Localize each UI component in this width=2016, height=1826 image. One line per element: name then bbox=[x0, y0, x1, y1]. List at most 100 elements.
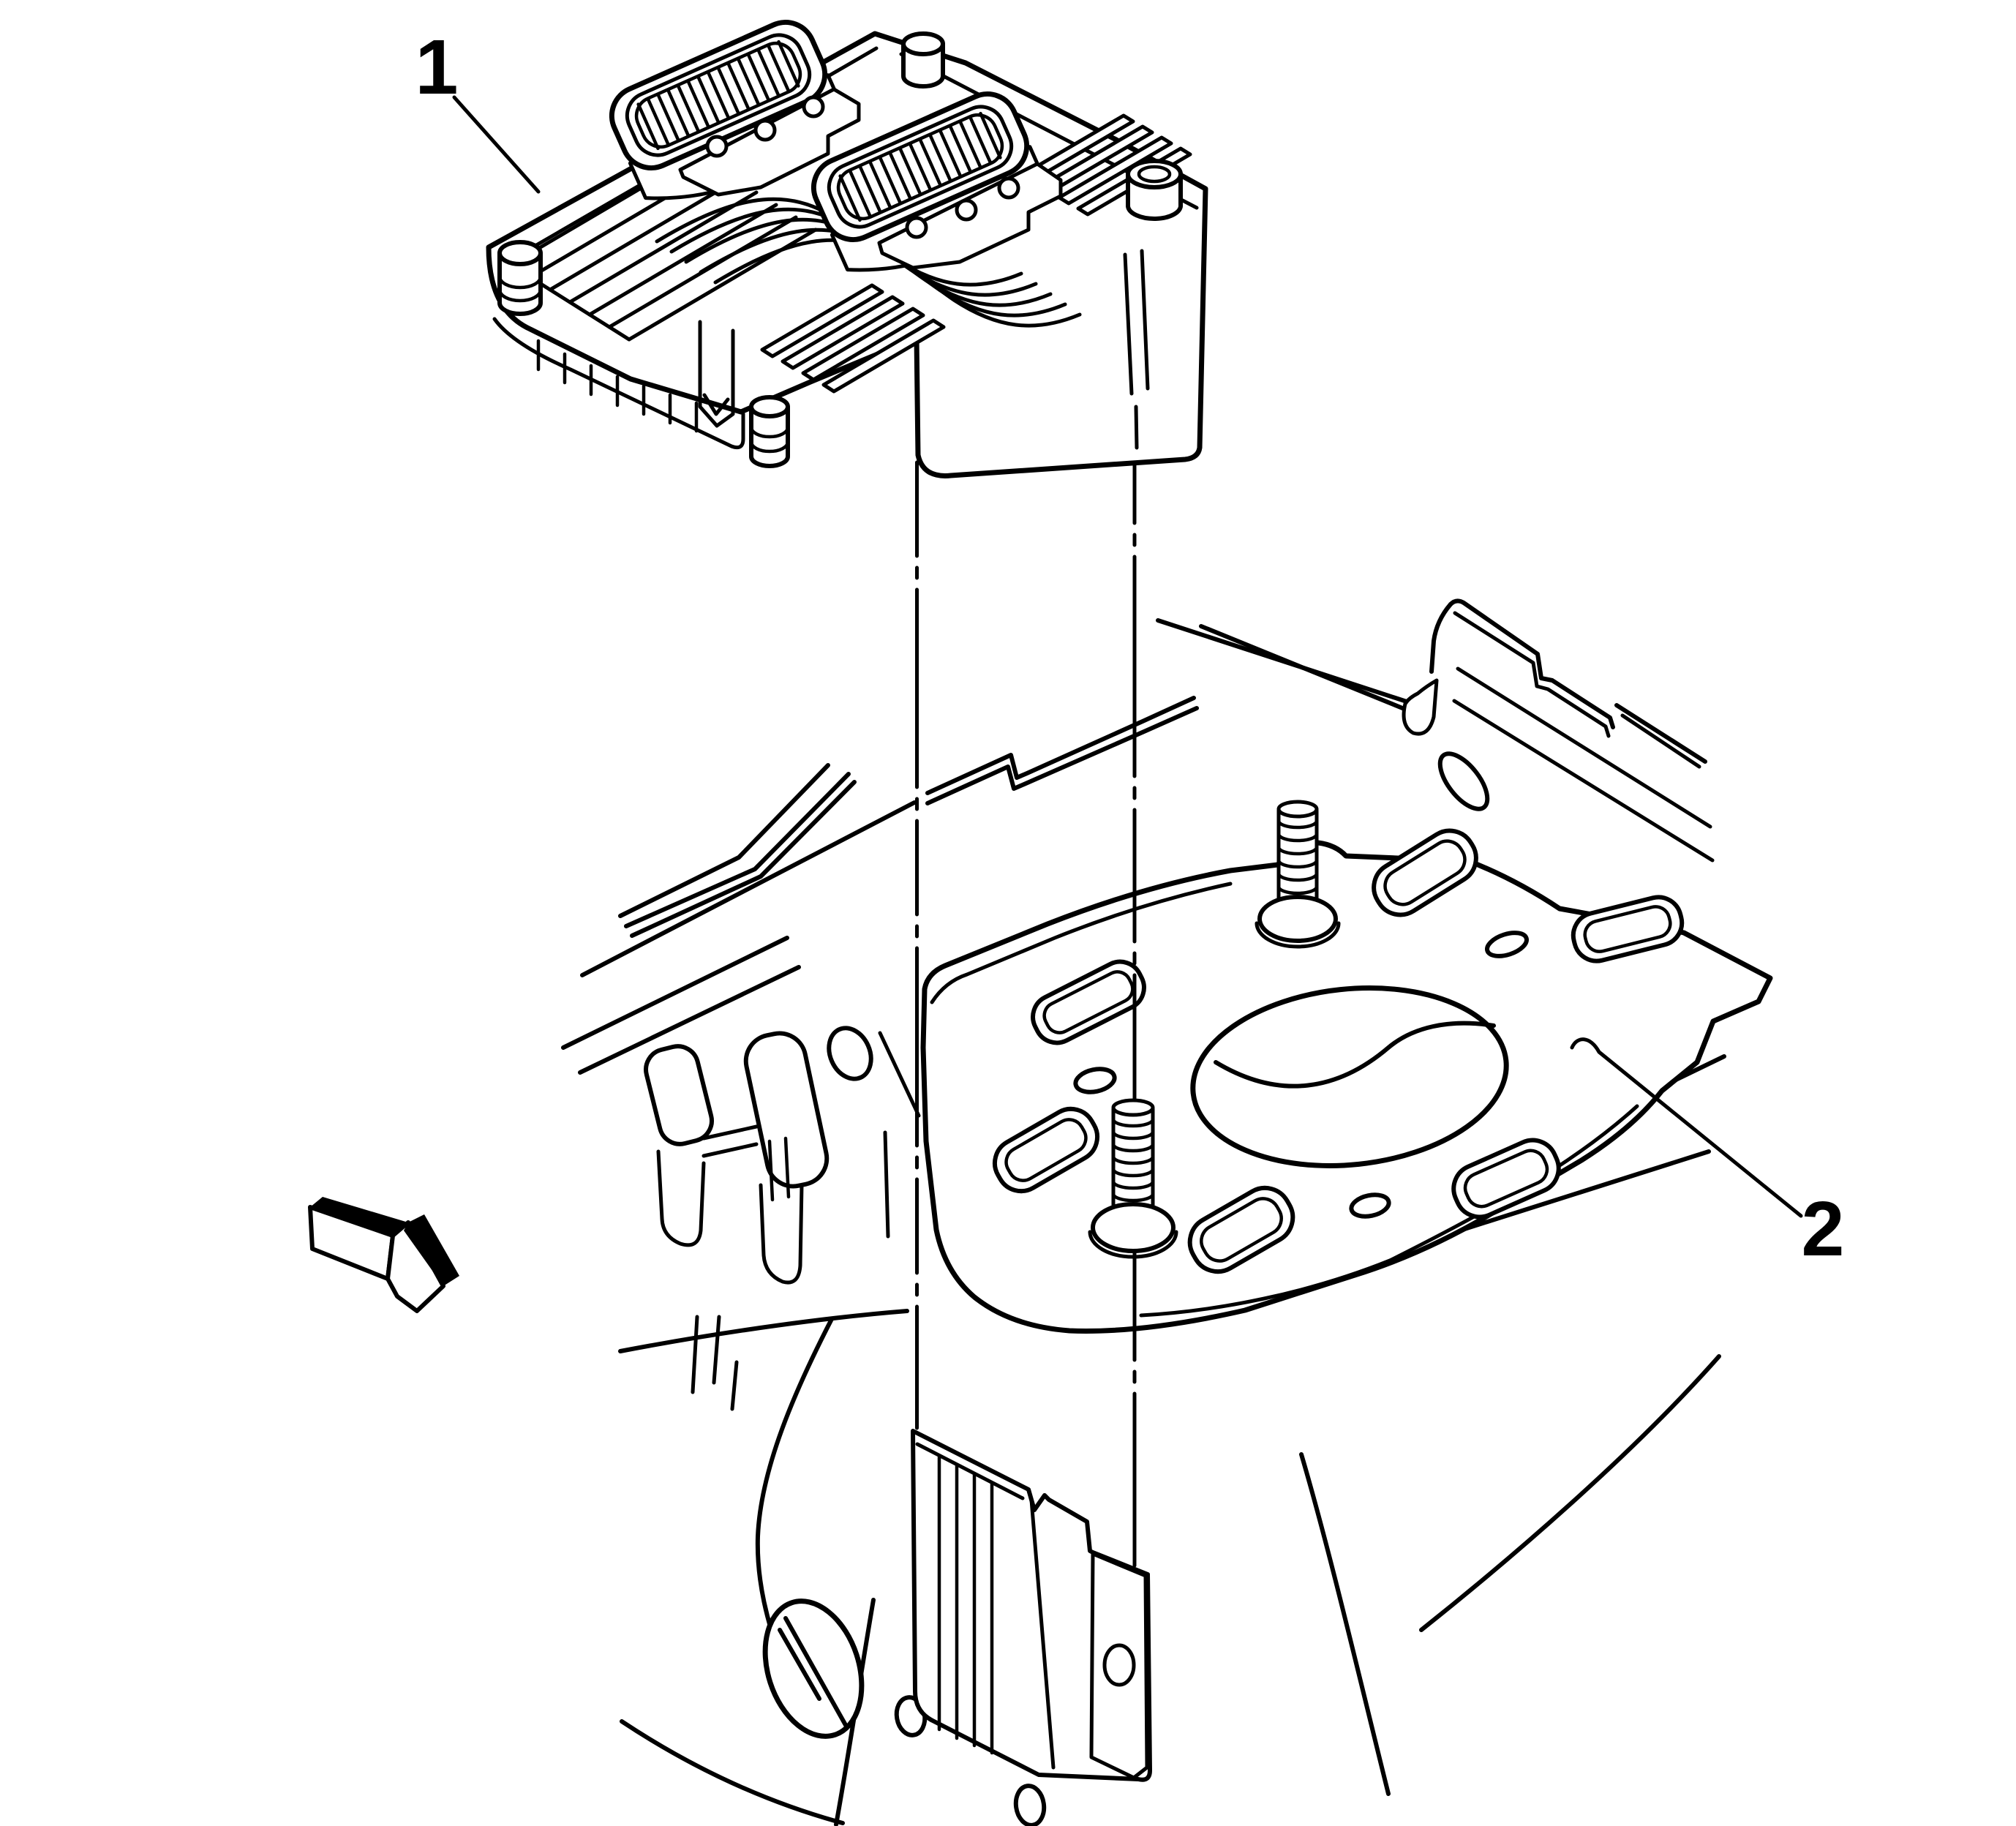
bracket-slot-left-stem bbox=[656, 1149, 706, 1247]
lower-bracket-fold-crease bbox=[1029, 1498, 1056, 1770]
lower-bracket-tab-hole bbox=[1102, 1643, 1136, 1687]
panel-edge-line bbox=[624, 772, 851, 928]
slot-outline bbox=[1571, 895, 1685, 963]
boss-top-hole bbox=[1137, 165, 1172, 184]
slot-outline bbox=[1031, 959, 1146, 1045]
bracket-crease-2 bbox=[1452, 699, 1715, 863]
mounting-boss-mid bbox=[749, 395, 790, 468]
mounting-stud-rear bbox=[1255, 800, 1341, 949]
mounting-stud-front bbox=[1088, 1098, 1178, 1259]
callout-1-leader bbox=[452, 95, 541, 194]
stud-base-flange bbox=[1091, 1202, 1176, 1253]
stud-top bbox=[1111, 1098, 1155, 1117]
slot-inner bbox=[1383, 839, 1467, 906]
plate-inner-top-edge bbox=[930, 882, 1233, 1004]
bracket-oval-slot bbox=[1437, 751, 1490, 811]
flange-bolt bbox=[955, 198, 978, 222]
bracket-slot-right-inner bbox=[767, 1136, 791, 1202]
bracket-left-edge bbox=[1429, 602, 1453, 674]
module-notch-slot bbox=[698, 320, 735, 428]
fin-ridge bbox=[801, 307, 925, 382]
bracket-crease-line bbox=[878, 1031, 921, 1118]
callout-1: 1 bbox=[415, 24, 541, 194]
slot-inner bbox=[1583, 905, 1672, 953]
panel-edge-line bbox=[578, 965, 801, 1075]
hole-outline bbox=[1073, 1067, 1117, 1094]
connector-collar-mid bbox=[625, 33, 812, 157]
plate-slot bbox=[1571, 895, 1685, 963]
fin-ridge bbox=[821, 318, 946, 394]
drain-hole-slash bbox=[783, 1616, 848, 1727]
bracket-notched-top-edge-cont bbox=[1614, 703, 1707, 764]
hole-outline bbox=[1485, 931, 1529, 958]
mounting-boss-rear bbox=[901, 31, 945, 89]
boss-rings bbox=[749, 425, 790, 454]
plate-round-hole bbox=[1073, 1067, 1117, 1094]
bracket-slot-right-stem bbox=[759, 1183, 804, 1285]
opening-inner-curve bbox=[1214, 1021, 1496, 1089]
slot-inner bbox=[1042, 970, 1135, 1034]
plate-slot bbox=[1187, 1185, 1295, 1274]
callout-2: 2 bbox=[1570, 1037, 1845, 1272]
wheel-lip-curve bbox=[618, 1309, 909, 1353]
wheelhouse-s-curve bbox=[755, 1317, 834, 1660]
plate-center-opening bbox=[1190, 985, 1509, 1168]
small-hole-bottom bbox=[1013, 1784, 1047, 1826]
panel-edge-line bbox=[630, 780, 857, 938]
stud-base-outer-arc bbox=[1255, 921, 1341, 949]
shelf-edge-upper bbox=[925, 696, 1196, 795]
slot-outline bbox=[1372, 828, 1478, 917]
bracket-crossbar bbox=[702, 1124, 759, 1158]
heatsink-fins-left bbox=[508, 153, 818, 342]
quarter-trim-edge-lower bbox=[1462, 1149, 1711, 1231]
slot-inner bbox=[1200, 1197, 1283, 1263]
bracket-slot-left bbox=[644, 1044, 714, 1146]
small-hole-bottom-outline bbox=[1013, 1784, 1047, 1826]
panel-edge-line bbox=[580, 800, 917, 977]
heatsink-fins-center bbox=[760, 283, 946, 394]
bracket-notched-inner-edge-cont bbox=[1620, 713, 1701, 769]
fin-ridge bbox=[781, 295, 905, 370]
flange-bolt bbox=[753, 119, 777, 142]
bracket-notched-top-edge bbox=[1448, 598, 1615, 729]
flange-bolt bbox=[997, 176, 1020, 200]
bracket-crease-1 bbox=[1456, 666, 1712, 829]
plate-round-hole bbox=[1485, 931, 1529, 958]
ecm-module bbox=[486, 20, 1208, 478]
stud-base-outer-arc bbox=[1088, 1230, 1178, 1259]
hole-outline bbox=[1349, 1192, 1391, 1219]
plate-slot bbox=[992, 1106, 1100, 1194]
slot-inner bbox=[1463, 1149, 1549, 1209]
flange-bolt bbox=[802, 95, 825, 119]
module-skirt bbox=[492, 317, 745, 450]
panel-tab-hook bbox=[1402, 678, 1439, 736]
bracket-oval-hole bbox=[827, 1026, 873, 1081]
projection-lines bbox=[915, 389, 1137, 1568]
module-skirt-fins bbox=[536, 339, 699, 433]
body-left-panel bbox=[561, 696, 1199, 1075]
boss-top bbox=[497, 240, 543, 266]
boss-top bbox=[901, 31, 945, 56]
boss-top bbox=[749, 395, 790, 418]
callout-2-label: 2 bbox=[1802, 1186, 1845, 1272]
mounting-plate bbox=[920, 828, 1773, 1334]
callout-2-leader bbox=[1570, 1037, 1803, 1218]
stud-base-flange bbox=[1257, 895, 1338, 943]
fin-lines bbox=[508, 153, 818, 342]
plate-slot bbox=[1372, 828, 1478, 917]
wheelhouse-curves bbox=[618, 1309, 1047, 1826]
fin-ridge bbox=[760, 283, 884, 358]
panel-edge-line bbox=[561, 936, 789, 1050]
plate-slot bbox=[1031, 959, 1146, 1045]
ridge-curve bbox=[713, 238, 1082, 328]
panel-tick-strokes bbox=[691, 1315, 739, 1411]
shelf-diagonal-lower bbox=[1199, 624, 1415, 715]
mounting-boss-front-right bbox=[1126, 159, 1184, 222]
rear-body-diagonal bbox=[1419, 1354, 1721, 1632]
arrow-top-band bbox=[310, 1197, 408, 1236]
plate-center-opening-outline bbox=[1190, 985, 1509, 1168]
arrow-head-band bbox=[404, 1214, 459, 1286]
stud-threads bbox=[1276, 819, 1319, 909]
